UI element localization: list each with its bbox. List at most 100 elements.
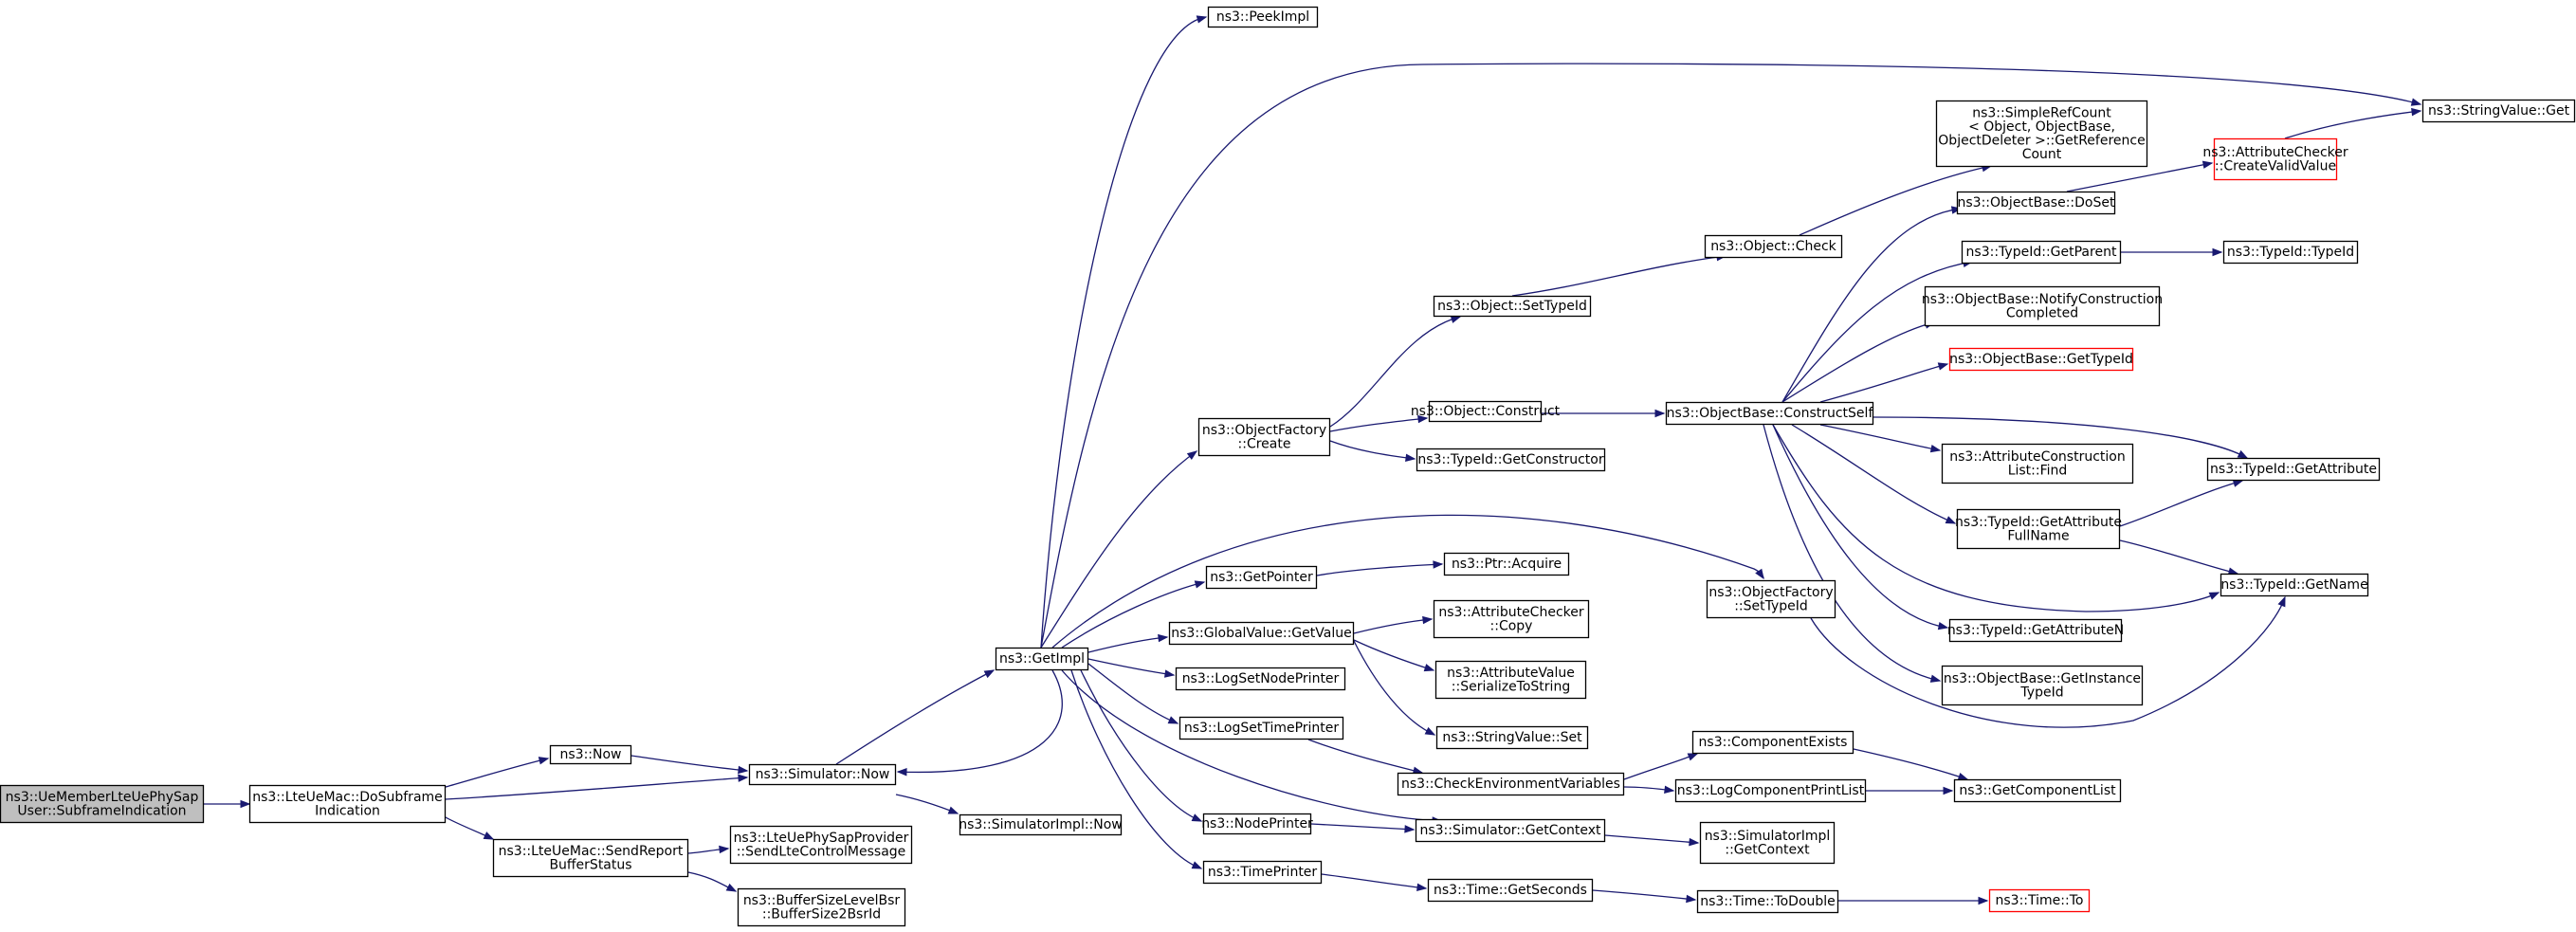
node-peek-impl[interactable]: ns3::PeekImpl	[1207, 6, 1319, 28]
node-box[interactable]	[1704, 234, 1843, 259]
node-box[interactable]	[2213, 137, 2338, 181]
node-construct-self[interactable]: ns3::ObjectBase::ConstructSelf	[1665, 401, 1874, 426]
node-box[interactable]	[737, 887, 906, 927]
node-box[interactable]	[1699, 821, 1836, 865]
node-tid-type-id[interactable]: ns3::TypeId::TypeId	[2222, 240, 2359, 265]
node-box[interactable]	[1706, 579, 1836, 619]
node-box[interactable]	[1433, 295, 1592, 318]
node-box[interactable]	[1956, 191, 2116, 215]
node-sim-impl-now[interactable]: ns3::SimulatorImpl::Now	[959, 813, 1123, 836]
node-sim-now[interactable]: ns3::Simulator::Now	[748, 763, 897, 786]
node-box[interactable]	[1433, 599, 1590, 639]
node-get-attr-n[interactable]: ns3::TypeId::GetAttributeN	[1947, 618, 2124, 643]
node-create-valid[interactable]: ns3::AttributeChecker::CreateValidValue	[2202, 137, 2348, 181]
node-gv-get-value[interactable]: ns3::GlobalValue::GetValue	[1168, 621, 1355, 646]
node-box[interactable]	[1178, 716, 1344, 740]
node-box[interactable]	[2220, 573, 2369, 597]
node-get-impl[interactable]: ns3::GetImpl	[995, 647, 1089, 671]
node-box[interactable]	[1202, 860, 1323, 885]
node-box[interactable]	[1953, 778, 2122, 803]
node-comp-exists[interactable]: ns3::ComponentExists	[1691, 730, 1854, 755]
node-of-set-type-id[interactable]: ns3::ObjectFactory::SetTypeId	[1706, 579, 1836, 619]
node-box[interactable]	[1961, 240, 2122, 265]
node-obj-factory-create[interactable]: ns3::ObjectFactory::Create	[1197, 417, 1331, 457]
node-box[interactable]	[1397, 772, 1625, 796]
node-box[interactable]	[549, 744, 632, 765]
node-box[interactable]	[1202, 813, 1312, 835]
node-box[interactable]	[1665, 401, 1874, 426]
node-time-printer[interactable]: ns3::TimePrinter	[1202, 860, 1323, 885]
node-ptr-acquire[interactable]: ns3::Ptr::Acquire	[1443, 552, 1570, 576]
node-get-name[interactable]: ns3::TypeId::GetName	[2220, 573, 2369, 597]
node-sim-get-context[interactable]: ns3::Simulator::GetContext	[1415, 818, 1606, 843]
node-box[interactable]	[1197, 417, 1331, 457]
node-box[interactable]	[1435, 725, 1589, 750]
node-box[interactable]	[1415, 818, 1606, 843]
node-obj-check[interactable]: ns3::Object::Check	[1704, 234, 1843, 259]
node-box[interactable]	[2206, 457, 2381, 482]
node-log-node-printer[interactable]: ns3::LogSetNodePrinter	[1175, 667, 1346, 691]
node-do-set[interactable]: ns3::ObjectBase::DoSet	[1956, 191, 2116, 215]
node-box[interactable]	[1205, 565, 1318, 590]
node-ob-get-type-id[interactable]: ns3::ObjectBase::GetTypeId	[1948, 347, 2134, 372]
node-box[interactable]	[0, 784, 205, 824]
node-obj-construct[interactable]: ns3::Object::Construct	[1411, 400, 1561, 423]
node-box[interactable]	[1941, 665, 2144, 706]
node-obj-set-type-id[interactable]: ns3::Object::SetTypeId	[1433, 295, 1592, 318]
node-box[interactable]	[248, 784, 447, 824]
node-string-get[interactable]: ns3::StringValue::Get	[2421, 99, 2576, 123]
node-box[interactable]	[1988, 888, 2091, 913]
node-box[interactable]	[1443, 552, 1570, 576]
node-box[interactable]	[1941, 443, 2134, 484]
node-sim-impl-get-ctx[interactable]: ns3::SimulatorImpl::GetContext	[1699, 821, 1836, 865]
node-box[interactable]	[1691, 730, 1854, 755]
node-time-get-seconds[interactable]: ns3::Time::GetSeconds	[1427, 878, 1594, 903]
node-box[interactable]	[995, 647, 1089, 671]
node-box[interactable]	[1427, 878, 1594, 903]
node-simple-ref[interactable]: ns3::SimpleRefCount< Object, ObjectBase,…	[1935, 100, 2148, 168]
node-box[interactable]	[1207, 6, 1319, 28]
node-box[interactable]	[1956, 508, 2121, 550]
node-get-attribute[interactable]: ns3::TypeId::GetAttribute	[2206, 457, 2381, 482]
node-get-comp-list[interactable]: ns3::GetComponentList	[1953, 778, 2122, 803]
node-box[interactable]	[1175, 667, 1346, 691]
node-av-serialize[interactable]: ns3::AttributeValue::SerializeToString	[1434, 660, 1587, 700]
node-root[interactable]: ns3::UeMemberLteUePhySapUser::SubframeIn…	[0, 784, 205, 824]
node-box[interactable]	[1948, 618, 2123, 643]
node-log-time-printer[interactable]: ns3::LogSetTimePrinter	[1178, 716, 1344, 740]
node-box[interactable]	[1696, 889, 1839, 914]
node-sv-set[interactable]: ns3::StringValue::Set	[1435, 725, 1589, 750]
node-box[interactable]	[959, 813, 1123, 836]
node-time-to-double[interactable]: ns3::Time::ToDouble	[1696, 889, 1839, 914]
node-box[interactable]	[492, 838, 689, 878]
node-send-lte[interactable]: ns3::LteUePhySapProvider::SendLteControl…	[729, 825, 913, 865]
node-box[interactable]	[1935, 100, 2148, 168]
node-time-to[interactable]: ns3::Time::To	[1988, 888, 2091, 913]
node-box[interactable]	[748, 763, 897, 786]
node-get-parent[interactable]: ns3::TypeId::GetParent	[1961, 240, 2122, 265]
node-box[interactable]	[729, 825, 913, 865]
node-notify-constr[interactable]: ns3::ObjectBase::NotifyConstructionCompl…	[1922, 285, 2163, 327]
node-box[interactable]	[2421, 99, 2576, 123]
node-box[interactable]	[2222, 240, 2359, 265]
node-box[interactable]	[1924, 285, 2161, 327]
node-box[interactable]	[1416, 448, 1606, 472]
node-box[interactable]	[1428, 400, 1543, 423]
node-bsr[interactable]: ns3::BufferSizeLevelBsr::BufferSize2BsrI…	[737, 887, 906, 927]
node-box[interactable]	[1168, 621, 1355, 646]
node-ac-copy[interactable]: ns3::AttributeChecker::Copy	[1433, 599, 1590, 639]
node-check-env[interactable]: ns3::CheckEnvironmentVariables	[1397, 772, 1625, 796]
node-box[interactable]	[1674, 778, 1867, 803]
node-log-comp-print[interactable]: ns3::LogComponentPrintList	[1674, 778, 1867, 803]
node-box[interactable]	[1434, 660, 1587, 700]
node-node-printer[interactable]: ns3::NodePrinter	[1201, 813, 1313, 835]
node-tid-get-ctor[interactable]: ns3::TypeId::GetConstructor	[1416, 448, 1606, 472]
node-box[interactable]	[1948, 347, 2134, 372]
node-now[interactable]: ns3::Now	[549, 744, 632, 765]
node-get-pointer[interactable]: ns3::GetPointer	[1205, 565, 1318, 590]
